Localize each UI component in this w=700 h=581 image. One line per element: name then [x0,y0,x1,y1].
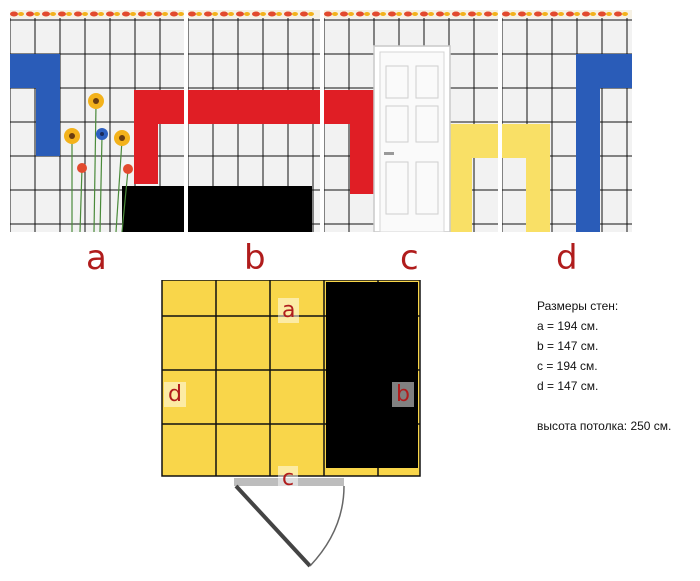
door-icon [373,45,451,232]
floor-plan: a d b c [160,280,422,580]
wall-label-c: c [400,238,419,278]
plan-label-c: c [278,466,299,491]
black-block [326,282,418,468]
wall-label-d: d [556,238,578,278]
plan-label-a: a [278,298,300,323]
dimension-d: d = 147 см. [537,379,599,393]
dimension-b: b = 147 см. [537,339,599,353]
dimension-a: a = 194 см. [537,319,599,333]
wall-d-elevation [502,10,632,232]
wall-a-elevation [10,10,184,232]
wall-label-a: a [86,238,107,278]
wall-dimensions: Размеры стен: a = 194 см. b = 147 см. c … [537,296,671,436]
wall-c-elevation [324,10,498,232]
flowers-decal [71,104,129,232]
dimension-c: c = 194 см. [537,359,598,373]
plan-label-d: d [164,382,186,407]
wall-b-elevation [188,10,320,232]
dimensions-title: Размеры стен: [537,299,619,313]
ceiling-height: высота потолка: 250 см. [537,419,672,433]
plan-label-b: b [392,382,414,407]
wall-label-b: b [244,238,266,278]
